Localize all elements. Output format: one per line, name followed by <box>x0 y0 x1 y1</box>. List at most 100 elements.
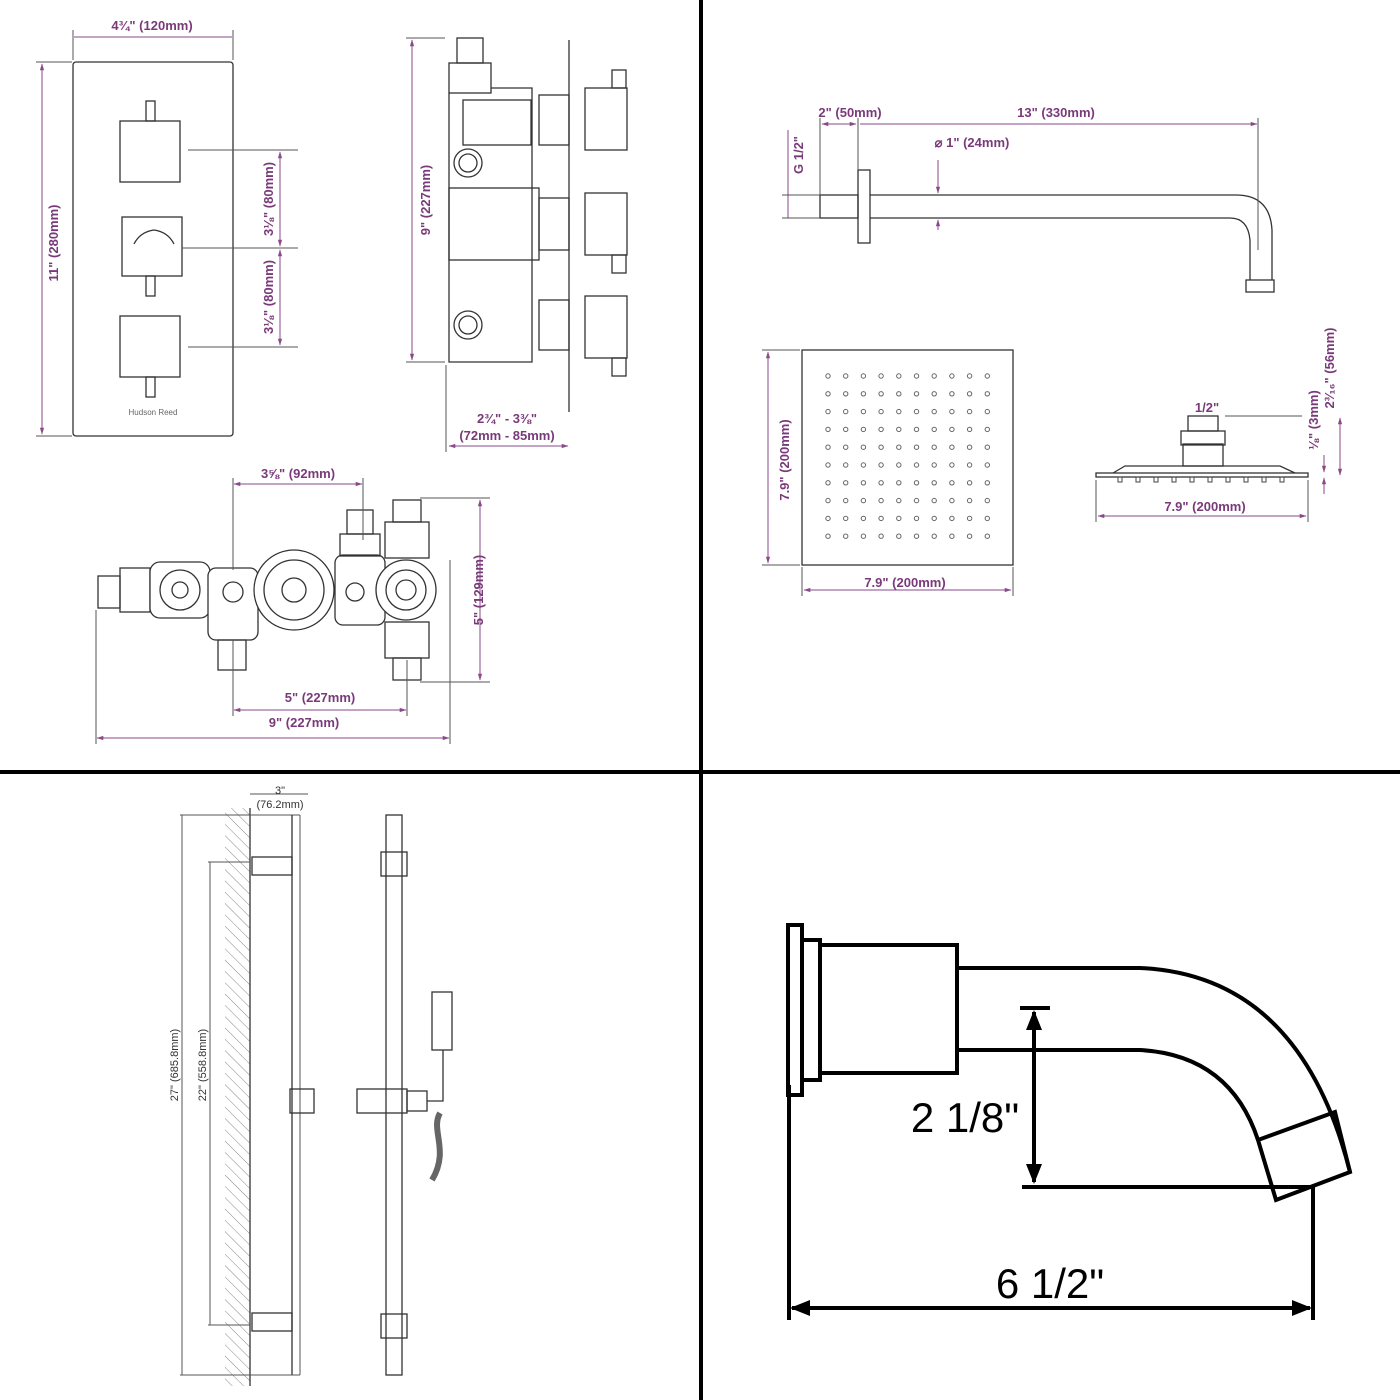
spout-length-label: 6 1/2" <box>996 1260 1104 1307</box>
plate-height-label: 11" (280mm) <box>46 205 61 282</box>
nozzle-dot <box>825 391 831 397</box>
nozzle-dot <box>984 373 990 379</box>
nozzle-dot <box>878 426 884 433</box>
nozzle-dot <box>966 373 973 379</box>
nozzle-dot <box>949 480 955 486</box>
nozzle-dot <box>878 391 884 397</box>
nozzle-dot <box>825 497 831 504</box>
nozzle-dot <box>931 426 937 433</box>
nozzle-dot <box>913 480 920 486</box>
nozzle-dot <box>966 462 973 468</box>
nozzle-dot <box>825 426 831 433</box>
nozzle-dot <box>984 426 990 433</box>
nozzle-dot <box>860 515 867 522</box>
projection-inch-label: 3" <box>275 785 285 797</box>
nozzle-dot <box>984 533 990 539</box>
nozzle-dot <box>984 462 990 468</box>
side-nozzle <box>1279 476 1285 483</box>
nozzle-dot <box>878 373 884 379</box>
head-total-height-label: 2³⁄₁₆" (56mm) <box>1322 327 1337 408</box>
nozzle-dot <box>966 408 973 415</box>
nozzle-dot <box>949 391 955 397</box>
side-nozzle <box>1243 476 1249 483</box>
nozzle-dot <box>913 426 920 433</box>
nozzle-dot <box>949 533 955 539</box>
nozzle-dot <box>931 444 937 450</box>
nozzle-dot <box>931 391 937 397</box>
nozzle-dot <box>878 444 884 450</box>
nozzle-dot <box>984 444 990 450</box>
nozzle-dot <box>843 391 849 397</box>
nozzle-dot <box>949 373 955 379</box>
side-nozzle <box>1225 476 1231 483</box>
nozzle-dot <box>896 391 902 397</box>
head-height-label: 7.9" (200mm) <box>777 419 792 500</box>
nozzle-dot <box>825 444 831 450</box>
side-nozzle <box>1261 476 1267 483</box>
side-nozzle <box>1207 476 1213 483</box>
nozzle-dot <box>860 408 867 415</box>
nozzle-dot <box>825 480 831 486</box>
nozzle-dot <box>878 408 884 415</box>
nozzle-dot <box>878 497 884 504</box>
nozzle-dot <box>896 480 902 486</box>
shower-head-top-view <box>762 349 1014 596</box>
nozzle-dot <box>931 462 937 468</box>
nozzle-dot <box>878 480 884 486</box>
nozzle-dot <box>843 444 849 450</box>
nozzle-dot <box>878 462 884 468</box>
nozzle-dot <box>913 391 920 397</box>
lower-spacing-label: 3⅛" (80mm) <box>261 260 276 334</box>
nozzle-dot <box>878 533 884 539</box>
brand-label: Hudson Reed <box>129 408 178 417</box>
nozzle-dot <box>913 497 920 504</box>
nozzle-dot <box>825 462 831 468</box>
nozzle-dot <box>913 462 920 468</box>
valve-side-view <box>406 37 628 452</box>
nozzle-dot <box>949 462 955 468</box>
nozzle-dot <box>913 533 920 539</box>
nozzle-dot <box>896 373 902 379</box>
nozzle-dot <box>949 515 955 522</box>
nozzle-dot <box>843 373 849 379</box>
nozzle-dot <box>896 426 902 433</box>
nozzle-dot <box>966 497 973 504</box>
nozzle-dot <box>825 533 831 539</box>
nozzle-dot <box>966 515 973 522</box>
nozzle-dot <box>949 426 955 433</box>
nozzle-dot <box>949 497 955 504</box>
nozzle-dot <box>896 444 902 450</box>
nozzle-dot <box>913 515 920 522</box>
nozzle-dot <box>896 462 902 468</box>
shower-arm-drawing <box>782 118 1275 293</box>
head-side-width-label: 7.9" (200mm) <box>1164 499 1245 514</box>
nozzle-dot <box>843 533 849 539</box>
nozzle-dot <box>966 444 973 450</box>
body-width-label: 9" (227mm) <box>269 715 339 730</box>
nozzle-dot <box>984 515 990 522</box>
nozzle-dot <box>931 533 937 539</box>
nozzle-dot <box>843 515 849 522</box>
nozzle-dot <box>931 515 937 522</box>
nozzle-dot <box>931 480 937 486</box>
spout-height-label: 2 1/8" <box>911 1094 1019 1141</box>
nozzle-dot <box>896 533 902 539</box>
nozzle-dot <box>825 373 831 379</box>
arm-length-label: 13" (330mm) <box>1017 105 1095 120</box>
nozzle-dot <box>878 515 884 522</box>
nozzle-dot <box>966 533 973 539</box>
bath-spout-drawing <box>786 923 1353 1320</box>
side-height-label: 9" (227mm) <box>418 165 433 235</box>
nozzle-dot <box>984 408 990 415</box>
connector-size-label: 1/2" <box>1195 400 1219 415</box>
side-nozzle <box>1171 476 1177 483</box>
nozzle-dot <box>825 408 831 415</box>
nozzle-dot <box>843 480 849 486</box>
nozzle-dot <box>860 444 867 450</box>
head-width-label: 7.9" (200mm) <box>864 575 945 590</box>
nozzle-dot <box>984 391 990 397</box>
nozzle-dot <box>860 462 867 468</box>
nozzle-dot <box>931 408 937 415</box>
nozzle-grid <box>825 373 990 539</box>
